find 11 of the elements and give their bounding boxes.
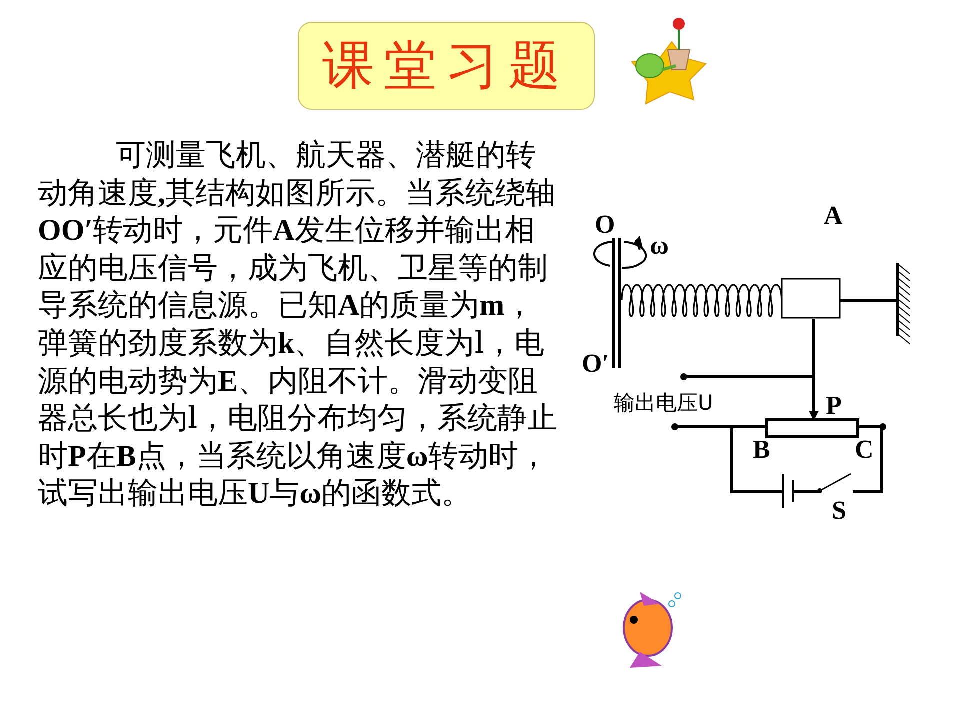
problem-text: 可测量飞机、航天器、潜艇的转动角速度,其结构如图所示。当系统绕轴OO′转动时，元件A发生位移并输出相应的电压信号，成为飞机、卫星等的制导系统的信息源。已知A的质量为m，弹簧的劲度系数为k、自然长度为l，电源的电动势为E、内阻不计。滑动变阻器总长也为l，电阻分布均匀，系统静止时P在B点，当系统以角速度ω转动时，试写出输出电压U与ω的函数式。 xyxy=(38,137,559,513)
axis-letter: O xyxy=(595,212,616,238)
axis-letter: O′ xyxy=(582,351,610,377)
terminal-letter: C xyxy=(855,437,874,463)
terminal-letter: P xyxy=(826,393,842,419)
terminal-letter: B xyxy=(753,437,770,463)
component-label: A xyxy=(824,203,843,229)
omega-label: ω xyxy=(650,233,670,259)
switch-label: S xyxy=(832,498,846,524)
slide-title: 课堂习题 xyxy=(322,40,570,92)
output-voltage-label: 输出电压U xyxy=(614,393,714,414)
